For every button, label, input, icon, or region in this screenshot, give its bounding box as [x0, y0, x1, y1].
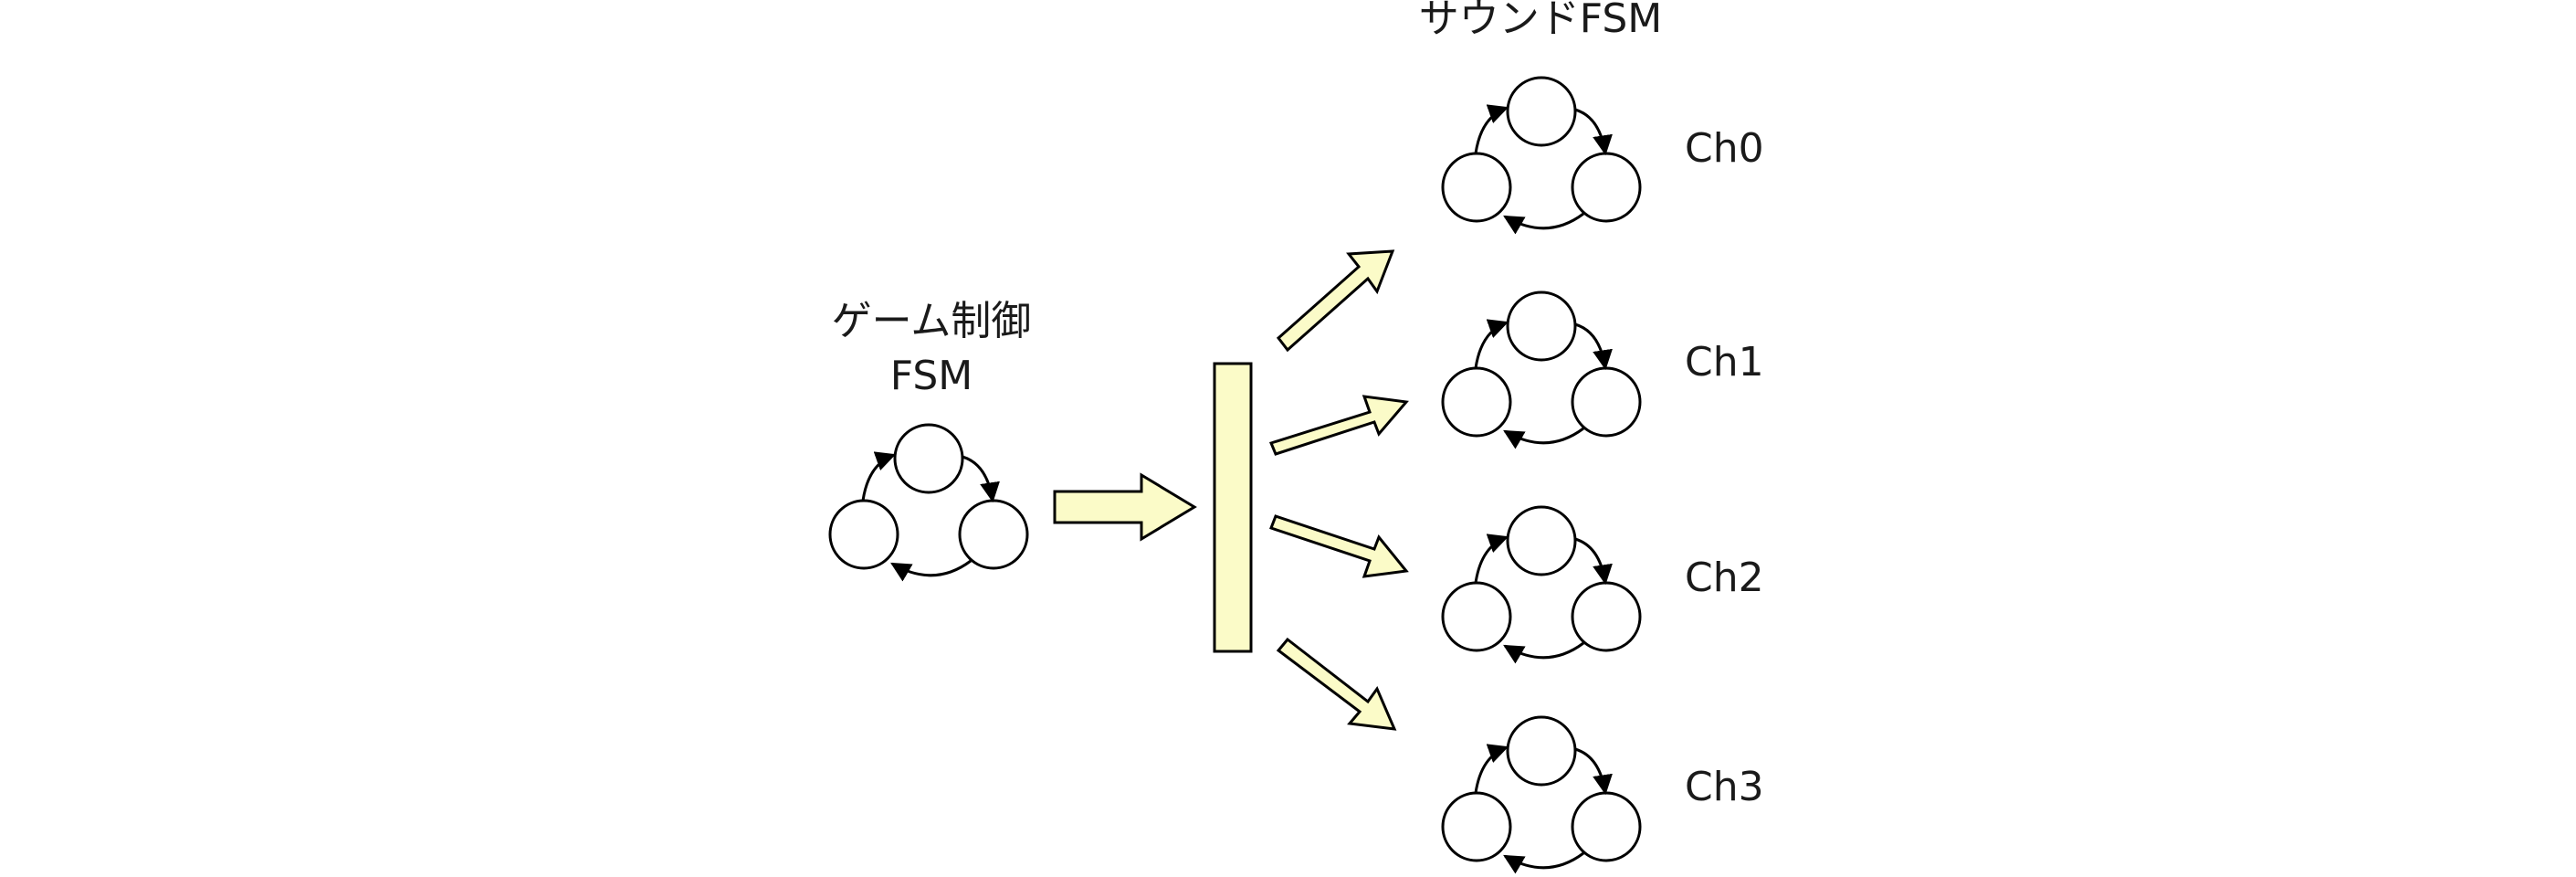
fanout-arrow-ch2	[1269, 514, 1409, 578]
sound-fsm-ch0	[1443, 78, 1640, 228]
fanout-arrow-ch0	[1276, 249, 1395, 353]
channel-label-ch0: Ch0	[1685, 125, 1764, 172]
channel-label-ch1: Ch1	[1685, 339, 1764, 386]
game-fsm	[830, 425, 1027, 576]
game-fsm-title-line1: ゲーム制御	[832, 298, 1032, 344]
sound-fsm-ch3	[1443, 717, 1640, 868]
fanout-arrows	[1268, 249, 1409, 731]
channel-label-ch2: Ch2	[1685, 555, 1764, 601]
dispatcher-bar	[1213, 362, 1253, 653]
fanout-arrow-ch1	[1268, 395, 1409, 456]
sound-fsm-ch1	[1443, 292, 1640, 443]
input-arrow	[1053, 472, 1197, 542]
fanout-arrow-ch3	[1276, 637, 1397, 731]
game-fsm-title-line2: FSM	[890, 353, 973, 399]
channel-label-ch3: Ch3	[1685, 764, 1764, 810]
sound-fsm-title: サウンドFSM	[1419, 0, 1662, 42]
sound-fsm-ch2	[1443, 507, 1640, 658]
